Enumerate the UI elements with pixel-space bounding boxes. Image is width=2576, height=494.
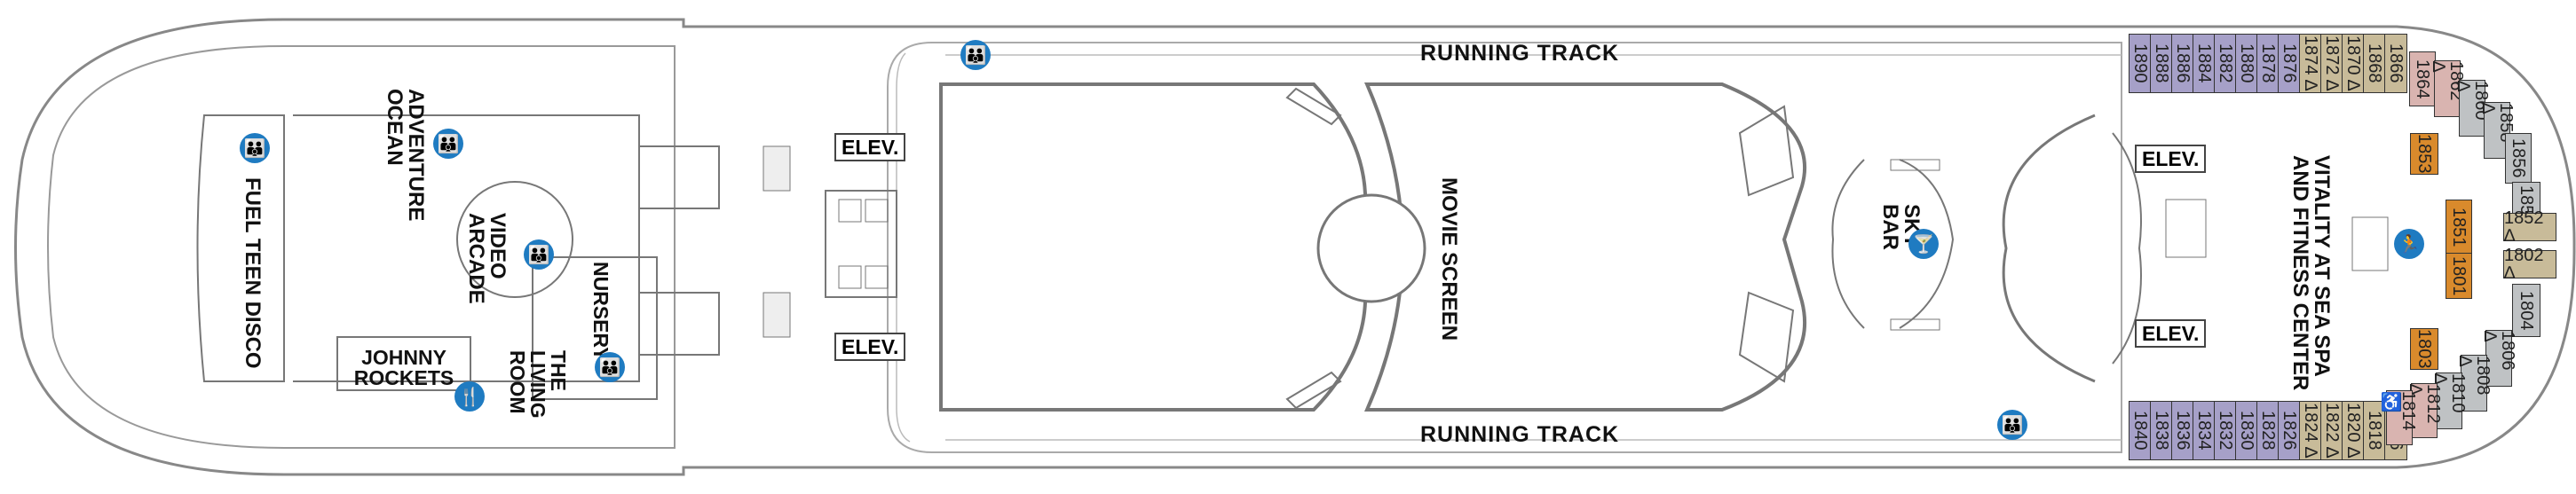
elevator-label-aft-top: ELEV. — [834, 133, 906, 162]
cabin: 1828 — [2256, 401, 2280, 460]
fitness-icon: 🏃 — [2394, 229, 2424, 259]
cabin: 1886 — [2171, 34, 2194, 93]
cabin: 1880 — [2235, 34, 2258, 93]
sky-bar-area — [1831, 159, 1865, 329]
family-icon-adventure: 👪 — [433, 129, 463, 159]
running-track-label-top: RUNNING TRACK — [1420, 41, 1620, 66]
cabin: 1834 — [2193, 401, 2216, 460]
family-icon-fuel: 👪 — [240, 133, 270, 163]
cocktail-icon: 🍸 — [1908, 229, 1939, 259]
cabin: 1866 — [2384, 34, 2407, 93]
cabin: 1888 — [2150, 34, 2173, 93]
cabin-orange: 1851 — [2446, 200, 2472, 255]
vitality-spa-label: VITALITY AT SEA SPA AND FITNESS CENTER — [2288, 155, 2334, 391]
cabin: 1826 — [2278, 401, 2301, 460]
cabin: 1876 — [2278, 34, 2301, 93]
spa-area — [2002, 114, 2096, 383]
cabin: 1868 — [2363, 34, 2386, 93]
cabin: 1802 ∆ — [2503, 247, 2556, 282]
elevator-label-fwd-bottom: ELEV. — [2135, 319, 2207, 349]
cabin: 1874 ∆ — [2299, 34, 2322, 93]
family-icon-arcade: 👪 — [524, 239, 554, 270]
cabin: 1820 ∆ — [2342, 401, 2365, 460]
the-living-room-label: THE LIVING ROOM — [506, 350, 570, 419]
cabin: 1830 — [2235, 401, 2258, 460]
cabin: 1824 ∆ — [2299, 401, 2322, 460]
family-icon-bottom: 👪 — [1997, 410, 2027, 440]
elevator-label-fwd-top: ELEV. — [2135, 145, 2207, 174]
cabin-orange: 1803 — [2410, 328, 2438, 370]
hull-outline — [14, 18, 2576, 476]
video-arcade-label: VIDEO ARCADE — [464, 213, 510, 304]
cabin-orange: 1801 — [2446, 253, 2472, 299]
cabin: 1872 ∆ — [2320, 34, 2343, 93]
cabin: 1808 ∆ — [2455, 355, 2493, 412]
cabin: 1870 ∆ — [2342, 34, 2365, 93]
cabin: 1856 — [2505, 133, 2532, 184]
johnny-rockets-label: JOHNNY ROCKETS — [353, 346, 454, 389]
running-track-loop — [887, 42, 2122, 453]
running-track-label-bottom: RUNNING TRACK — [1420, 422, 1620, 447]
cabin: 1822 ∆ — [2320, 401, 2343, 460]
cabin: 1884 — [2193, 34, 2216, 93]
cabin: 1814 ♿ — [2381, 390, 2418, 445]
fuel-teen-disco-label: FUEL TEEN DISCO — [241, 177, 265, 369]
theatre-area — [939, 82, 1368, 412]
cabin: 1836 — [2171, 401, 2194, 460]
dining-icon: 🍴 — [454, 381, 485, 412]
cabin: 1878 — [2256, 34, 2280, 93]
cabin: 1806 ∆ — [2480, 330, 2517, 387]
cabin-orange: 1853 — [2410, 133, 2438, 175]
cabin: 1818 — [2363, 401, 2386, 460]
cabin: 1840 — [2129, 401, 2152, 460]
nursery-label: NURSERY — [589, 262, 612, 361]
adventure-ocean-label: ADVENTURE OCEAN — [383, 89, 428, 222]
cabin: 1804 — [2512, 284, 2540, 337]
cabin: 1864 — [2409, 51, 2436, 106]
cabin: 1832 — [2214, 401, 2237, 460]
cabin: 1882 — [2214, 34, 2237, 93]
family-icon-living-room: 👪 — [595, 352, 625, 382]
fuel-teen-disco-room — [196, 114, 285, 382]
cabin: 1890 — [2129, 34, 2152, 93]
family-icon-top: 👪 — [960, 40, 991, 70]
elevator-label-aft-bottom: ELEV. — [834, 333, 906, 362]
cabin: 1838 — [2150, 401, 2173, 460]
movie-screen-label: MOVIE SCREEN — [1437, 177, 1461, 341]
cabin: 1812 ∆ — [2406, 383, 2443, 438]
aft-deck — [47, 45, 676, 449]
cabin: 1852 ∆ — [2503, 209, 2556, 245]
